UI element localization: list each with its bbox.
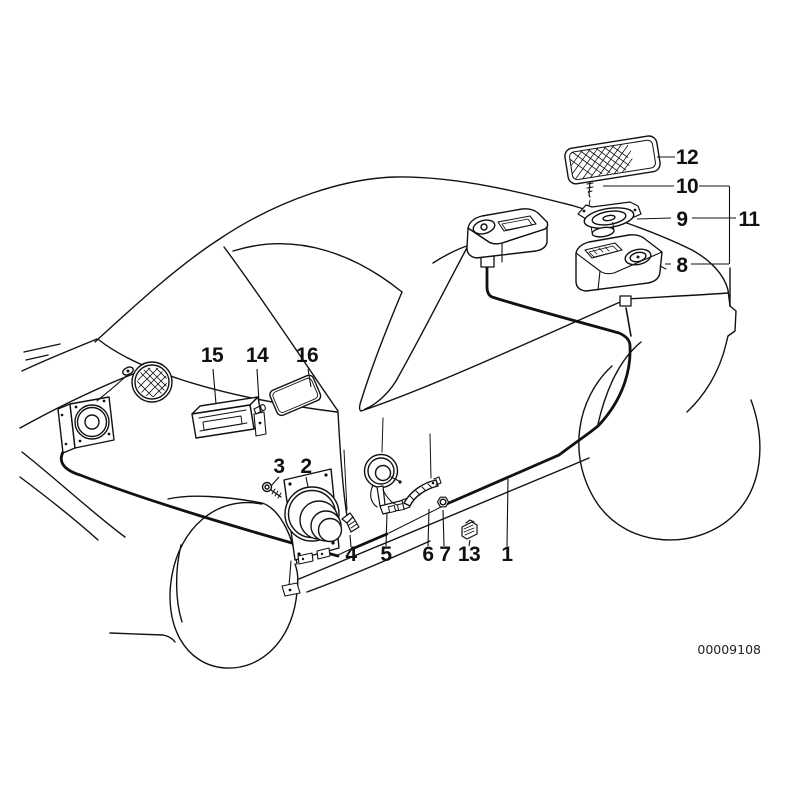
cover-panel-part-16 — [269, 374, 322, 417]
front-tweeter-grille — [96, 361, 173, 403]
door-speaker-part-2 — [281, 468, 343, 597]
callout-label-1[interactable]: 1 — [501, 543, 514, 566]
wiring-harness-part-1 — [59, 255, 632, 558]
hex-nut-part-7 — [436, 496, 450, 508]
cable-clip-part-13 — [461, 519, 478, 540]
speaker-with-bracket-part-5 — [363, 453, 408, 515]
callout-label-14[interactable]: 14 — [246, 344, 270, 367]
drawing-number: 00009108 — [697, 642, 761, 657]
callout-label-12[interactable]: 12 — [676, 146, 699, 169]
harness-connector — [619, 295, 632, 307]
rear-deck-speaker-part-9 — [577, 201, 642, 238]
radio-head-unit-part-15 — [191, 396, 267, 439]
callout-leader-lines — [212, 156, 736, 548]
callout-labels: 15 14 16 3 2 4 5 6 7 13 1 12 10 9 11 8 — [201, 146, 761, 566]
callout-label-8[interactable]: 8 — [676, 254, 689, 277]
callout-label-10[interactable]: 10 — [676, 175, 699, 198]
callout-label-2[interactable]: 2 — [300, 455, 312, 478]
callout-label-15[interactable]: 15 — [201, 344, 225, 367]
callout-label-7[interactable]: 7 — [439, 543, 451, 566]
callout-label-5[interactable]: 5 — [380, 543, 393, 566]
front-left-speaker — [57, 396, 115, 454]
callout-label-9[interactable]: 9 — [676, 208, 688, 231]
callout-label-6[interactable]: 6 — [422, 543, 434, 566]
rear-speaker-grille-part-12 — [564, 135, 661, 185]
callout-label-11[interactable]: 11 — [738, 208, 761, 231]
spacer-bushing-part-14 — [253, 404, 266, 415]
callout-label-4[interactable]: 4 — [345, 543, 358, 566]
rear-shelf-speaker-box-left — [466, 208, 549, 263]
expansion-rivet-part-4 — [341, 512, 360, 533]
callout-label-3[interactable]: 3 — [273, 455, 285, 478]
callout-label-16[interactable]: 16 — [296, 344, 319, 367]
callout-label-13[interactable]: 13 — [458, 543, 481, 566]
screw-part-3 — [261, 481, 282, 499]
mounting-bracket-part-6 — [401, 476, 442, 510]
rear-shelf-speaker-box-right-part-8 — [575, 234, 667, 292]
